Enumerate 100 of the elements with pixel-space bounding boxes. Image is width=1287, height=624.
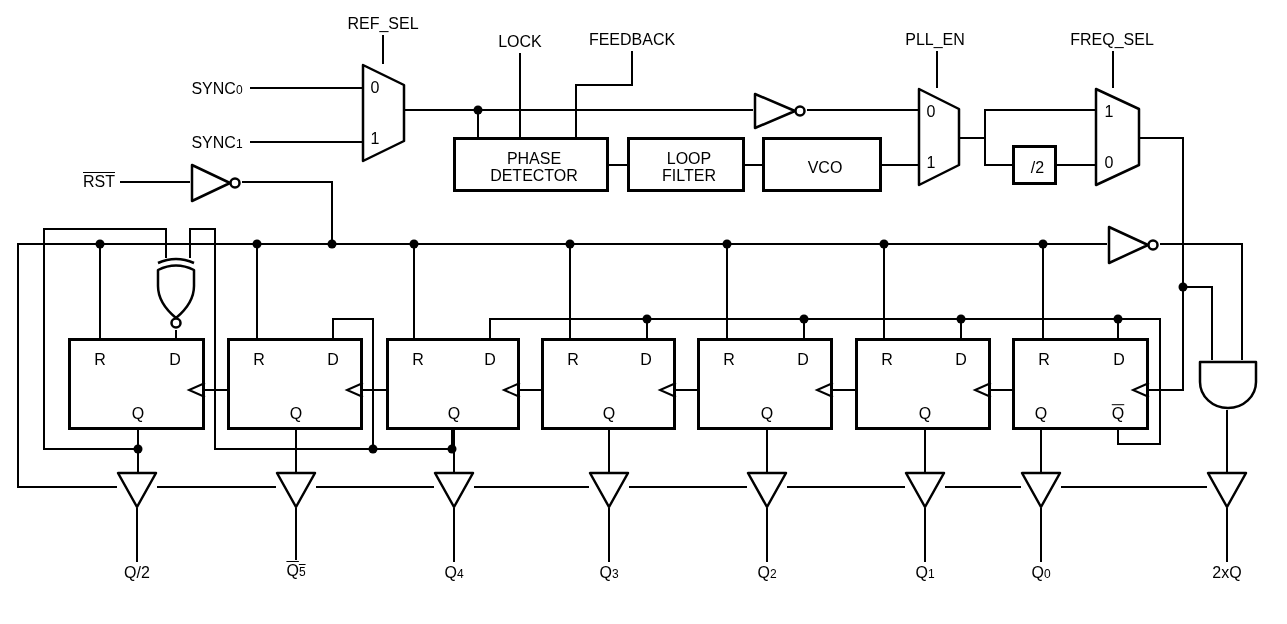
inverter-symbol [753, 92, 807, 130]
input-label: 0 [926, 103, 936, 121]
wire [453, 429, 455, 473]
signal-label: Q$_{0}$ [1013, 562, 1069, 584]
wire [744, 164, 763, 166]
pin-label: Q [602, 405, 616, 423]
wire [136, 507, 138, 563]
wire [382, 34, 384, 65]
flip-flop-box [697, 338, 833, 430]
signal-label: LOCK [494, 31, 546, 53]
and-gate-symbol [1198, 360, 1258, 410]
signal-label: Q$_{1}$ [897, 562, 953, 584]
wire [473, 486, 590, 488]
buffer-symbol [1207, 472, 1247, 508]
flip-flop-box [855, 338, 991, 430]
wire [175, 329, 177, 339]
multiplexer-symbol [362, 64, 405, 162]
wire [924, 507, 926, 563]
wire [346, 382, 387, 398]
signal-label: SYNC$_{0}$ [184, 78, 250, 100]
wire [1159, 243, 1243, 361]
wire [766, 429, 768, 473]
wire [295, 507, 297, 561]
box-label: /2 [1029, 159, 1046, 177]
wire [1040, 507, 1042, 563]
pin-label: D [640, 351, 652, 369]
wire [575, 50, 633, 138]
wire [936, 50, 938, 89]
wire [944, 486, 1022, 488]
pin-label: Q [918, 405, 932, 423]
signal-label: REF_SEL [340, 13, 426, 35]
wire [974, 382, 1013, 398]
wire [1226, 409, 1228, 473]
signal-label: Q$_{5}$ [268, 560, 324, 582]
process-box [627, 137, 745, 192]
wire [1226, 507, 1228, 563]
wire [608, 164, 628, 166]
pin-label: D [1113, 351, 1125, 369]
multiplexer-symbol [1095, 88, 1140, 186]
flip-flop-box [386, 338, 520, 430]
pin-label: R [412, 351, 424, 369]
pin-label: Q [289, 405, 303, 423]
process-box [453, 137, 609, 192]
pin-label: D [327, 351, 339, 369]
wire [453, 507, 455, 563]
input-label: 0 [1104, 154, 1114, 172]
pin-label: Q [1111, 405, 1125, 423]
wire [119, 181, 191, 183]
wire [188, 382, 228, 398]
flip-flop-box [541, 338, 676, 430]
wire [786, 486, 906, 488]
wire [816, 382, 856, 398]
buffer-symbol [1021, 472, 1061, 508]
signal-label: 2xQ [1199, 562, 1255, 584]
signal-label: RST [78, 171, 120, 193]
flip-flop-box [68, 338, 205, 430]
wire [1060, 486, 1208, 488]
wire [1112, 50, 1114, 89]
pin-label: D [955, 351, 967, 369]
pin-label: Q [760, 405, 774, 423]
signal-label: Q$_{2}$ [739, 562, 795, 584]
wire [295, 429, 297, 473]
wire [503, 382, 542, 398]
flip-flop-box [1012, 338, 1149, 430]
buffer-symbol [276, 472, 316, 508]
box-label: PHASE DETECTOR [489, 149, 579, 186]
xnor-gate-symbol [155, 258, 197, 330]
input-label: 1 [1104, 103, 1114, 121]
signal-label: SYNC$_{1}$ [184, 132, 250, 154]
process-box [762, 137, 882, 192]
multiplexer-symbol [918, 88, 960, 186]
flip-flop-box [227, 338, 363, 430]
buffer-symbol [434, 472, 474, 508]
signal-label: Q/2 [109, 562, 165, 584]
pin-label: Q [447, 405, 461, 423]
wire [628, 486, 748, 488]
wire [659, 382, 698, 398]
signal-label: FREQ_SEL [1060, 29, 1164, 51]
pin-label: R [723, 351, 735, 369]
pin-label: D [797, 351, 809, 369]
wire [315, 486, 435, 488]
pin-label: Q [131, 405, 145, 423]
pin-label: R [881, 351, 893, 369]
input-label: 1 [926, 154, 936, 172]
pin-label: R [567, 351, 579, 369]
process-box [1012, 145, 1057, 185]
signal-label: Q$_{4}$ [426, 562, 482, 584]
input-label: 0 [370, 79, 380, 97]
buffer-symbol [117, 472, 157, 508]
wire [608, 429, 610, 473]
input-label: 1 [370, 130, 380, 148]
signal-label: FEEDBACK [580, 29, 684, 51]
wire [1056, 164, 1096, 166]
pin-label: D [169, 351, 181, 369]
signal-label: PLL_EN [898, 29, 972, 51]
wire [924, 429, 926, 473]
wire [249, 87, 363, 89]
pin-label: R [94, 351, 106, 369]
wire [519, 52, 521, 138]
wire [766, 507, 768, 563]
